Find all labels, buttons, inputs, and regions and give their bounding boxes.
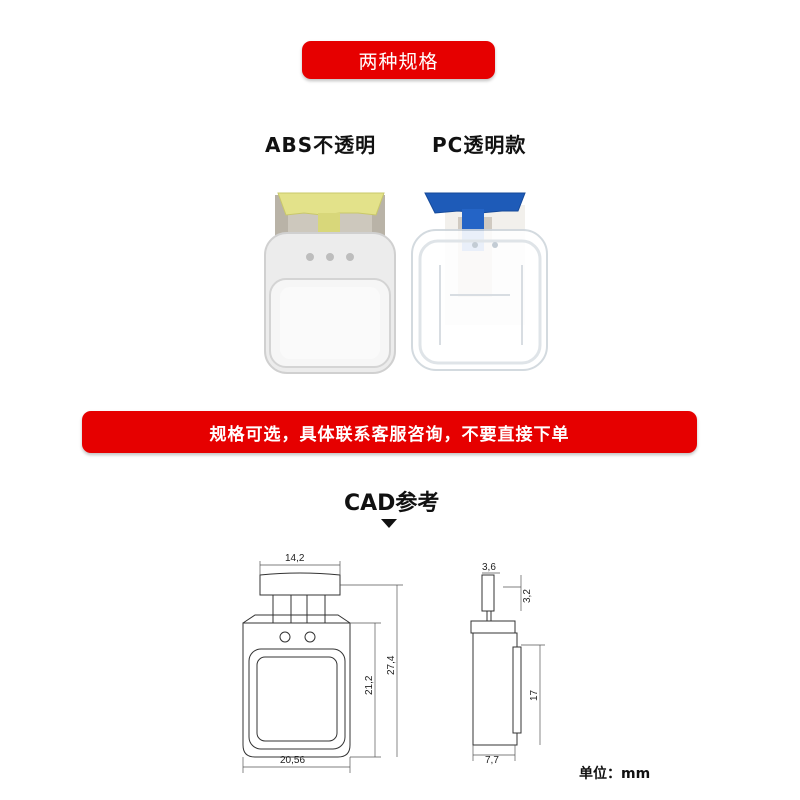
pc-seal-image: [411, 192, 548, 371]
dim-side-top-width: 3,6: [482, 562, 496, 573]
dim-side-bottom-width: 7,7: [485, 755, 499, 766]
pc-label: PC透明款: [432, 133, 527, 157]
unit-label: 单位：mm: [579, 766, 651, 782]
notice-banner-text: 规格可选，具体联系客服咨询，不要直接下单: [209, 424, 570, 445]
spec-banner: 两种规格: [302, 41, 495, 79]
dim-side-top-height: 3,2: [522, 589, 533, 603]
dim-body-height: 21,2: [364, 675, 375, 695]
down-arrow-icon: [381, 519, 397, 528]
notice-banner: 规格可选，具体联系客服咨询，不要直接下单: [82, 411, 697, 453]
dim-side-body-height: 17: [529, 689, 540, 701]
dim-bottom-width: 20,56: [280, 755, 305, 766]
product-photo: [264, 192, 548, 374]
cad-title: CAD参考: [344, 491, 440, 516]
abs-seal-image: [264, 192, 396, 374]
spec-banner-text: 两种规格: [358, 50, 439, 73]
dim-total-height: 27,4: [386, 655, 397, 675]
cad-drawing: 14,2 20,56 21,2 27,4 3,6 3,2 17 7,7: [242, 553, 545, 773]
abs-label: ABS不透明: [265, 133, 377, 157]
dim-top-width: 14,2: [285, 553, 305, 564]
